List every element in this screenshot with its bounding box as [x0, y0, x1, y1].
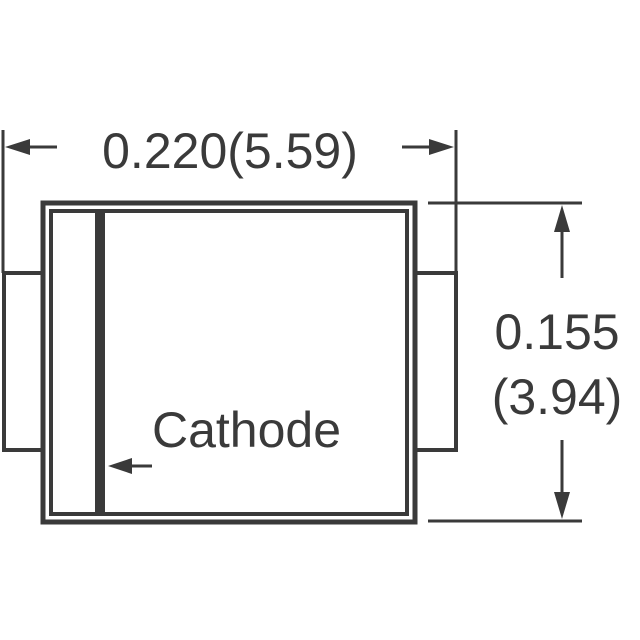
package-body-inner: [49, 209, 409, 516]
arrow-up-icon: [554, 205, 570, 232]
arrow-left-icon: [5, 139, 30, 155]
cathode-arrow-icon: [108, 458, 132, 474]
cathode-label: Cathode: [152, 402, 341, 458]
right-terminal: [416, 271, 458, 452]
height-dimension-label-inch: 0.155: [494, 304, 619, 360]
arrow-down-icon: [554, 492, 570, 519]
arrow-right-icon: [429, 139, 454, 155]
package-body-outer: [40, 200, 418, 525]
height-dimension-label-mm: (3.94): [492, 369, 623, 425]
width-dimension-label: 0.220(5.59): [102, 123, 358, 179]
left-terminal: [2, 271, 42, 452]
